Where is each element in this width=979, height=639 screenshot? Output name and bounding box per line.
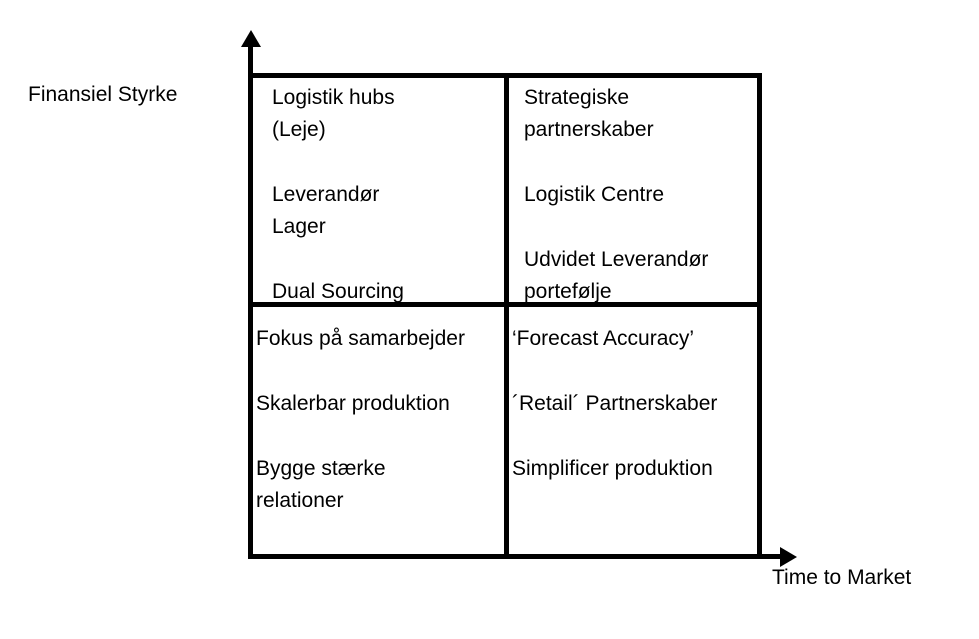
matrix-item: Simplificer produktion (512, 453, 757, 485)
matrix-item-line: Simplificer produktion (512, 457, 713, 480)
quadrant-bottom-left: Fokus på samarbejder Skalerbar produktio… (253, 307, 504, 554)
matrix-item: Fokus på samarbejder (256, 323, 504, 355)
quadrant-top-left: Logistik hubs (Leje) Leverandør Lager Du… (253, 78, 504, 303)
matrix-item: Skalerbar produktion (256, 388, 504, 420)
matrix-item-line: portefølje (524, 280, 612, 303)
matrix-item-line: Logistik hubs (272, 86, 395, 109)
matrix-item-line: partnerskaber (524, 118, 654, 141)
matrix-item: Logistik Centre (524, 179, 757, 211)
matrix-item: Udvidet Leverandør portefølje (524, 244, 757, 308)
matrix-item: Leverandør Lager (272, 179, 504, 243)
quadrant-bottom-right: ‘Forecast Accuracy’ ´Retail´ Partnerskab… (509, 307, 757, 554)
matrix-item: ‘Forecast Accuracy’ (512, 323, 757, 355)
y-axis-label: Finansiel Styrke (28, 83, 178, 106)
matrix-item-line: (Leje) (272, 118, 326, 141)
matrix-item-line: Lager (272, 215, 326, 238)
matrix-item-line: Leverandør (272, 183, 380, 206)
matrix-item-line: Skalerbar produktion (256, 392, 450, 415)
x-axis-label: Time to Market (772, 566, 912, 589)
matrix-vertical-divider (504, 73, 509, 559)
matrix-item-line: Fokus på samarbejder (256, 327, 465, 350)
matrix-item-line: Udvidet Leverandør (524, 248, 709, 271)
matrix-item: Logistik hubs (Leje) (272, 82, 504, 146)
matrix-item-line: Bygge stærke (256, 457, 386, 480)
right-arrowhead-icon (780, 547, 797, 567)
matrix-item: ´Retail´ Partnerskaber (512, 388, 757, 420)
matrix-item-line: Dual Sourcing (272, 280, 404, 303)
quadrant-top-right: Strategiske partnerskaber Logistik Centr… (509, 78, 757, 303)
matrix-item: Strategiske partnerskaber (524, 82, 757, 146)
matrix-item: Dual Sourcing (272, 276, 504, 308)
matrix-horizontal-divider (248, 302, 762, 307)
matrix-item-line: ´Retail´ Partnerskaber (512, 392, 718, 415)
matrix-item-line: ‘Forecast Accuracy’ (512, 327, 695, 350)
matrix-item: Bygge stærke relationer (256, 453, 504, 517)
matrix-item-line: Logistik Centre (524, 183, 665, 206)
matrix-item-line: Strategiske (524, 86, 630, 109)
up-arrowhead-icon (241, 30, 261, 47)
matrix-item-line: relationer (256, 489, 344, 512)
